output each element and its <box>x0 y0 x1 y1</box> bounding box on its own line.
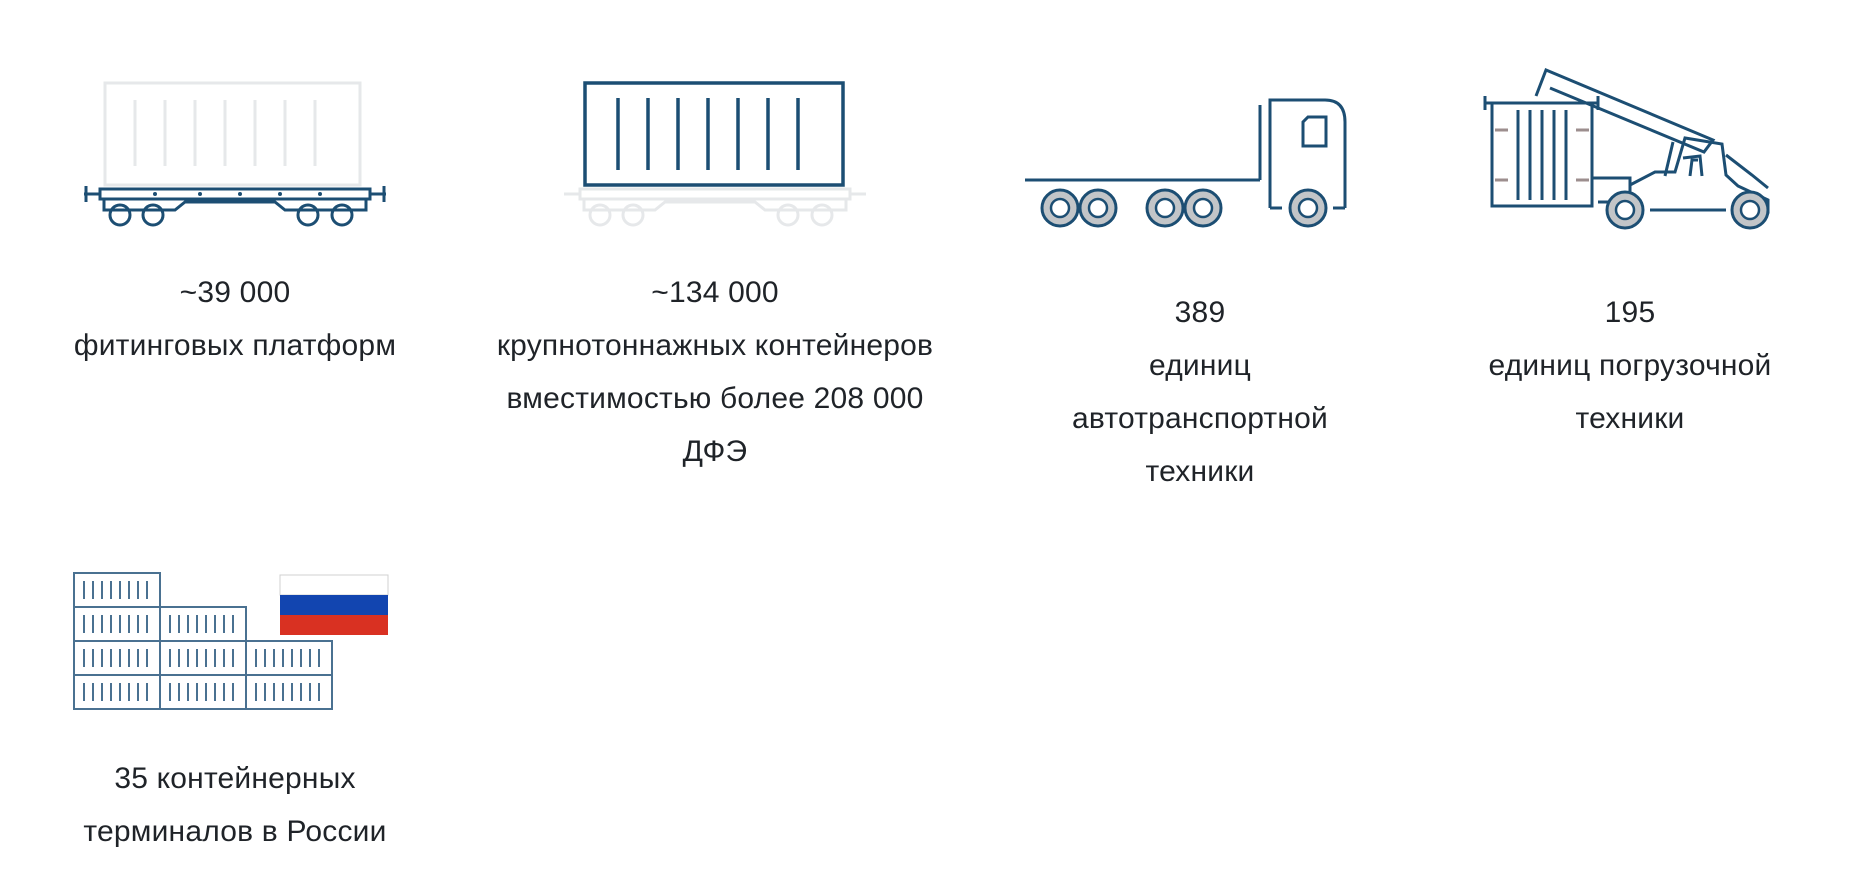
reach-stacker-icon <box>1483 68 1770 230</box>
stat-label: вместимостью более 208 000 <box>506 382 924 415</box>
stat-caption: 389 единиц автотранспортной техники <box>1040 286 1360 498</box>
stat-label: техники <box>1145 455 1255 488</box>
stat-label: крупнотоннажных контейнеров <box>496 329 934 362</box>
stat-label: техники <box>1575 402 1685 435</box>
stat-value: 35 контейнерных <box>114 762 356 795</box>
stat-value: 195 <box>1604 296 1656 329</box>
stat-label: фитинговых платформ <box>73 329 397 362</box>
stat-label: единиц погрузочной <box>1488 349 1772 382</box>
railcar-platform-icon <box>84 81 386 227</box>
stat-label: ДФЭ <box>682 435 748 468</box>
stat-caption: 35 контейнерных терминалов в России <box>50 752 420 858</box>
terminal-container-box <box>245 674 333 710</box>
stat-value: ~134 000 <box>651 276 779 309</box>
stat-label: единиц <box>1149 349 1251 382</box>
stat-caption: 195 единиц погрузочной техники <box>1460 286 1800 445</box>
shipping-container-icon <box>564 81 866 227</box>
container-truck-icon <box>1025 98 1347 228</box>
stat-label: терминалов в России <box>83 815 387 848</box>
stat-value: 389 <box>1174 296 1226 329</box>
stat-caption: ~39 000 фитинговых платформ <box>50 266 420 372</box>
russia-flag-icon <box>279 574 389 635</box>
container-terminal-russia-flag-icon <box>73 572 389 710</box>
stat-value: ~39 000 <box>179 276 291 309</box>
stat-caption: ~134 000 крупнотоннажных контейнеров вме… <box>470 266 960 478</box>
stat-label: автотранспортной <box>1072 402 1328 435</box>
